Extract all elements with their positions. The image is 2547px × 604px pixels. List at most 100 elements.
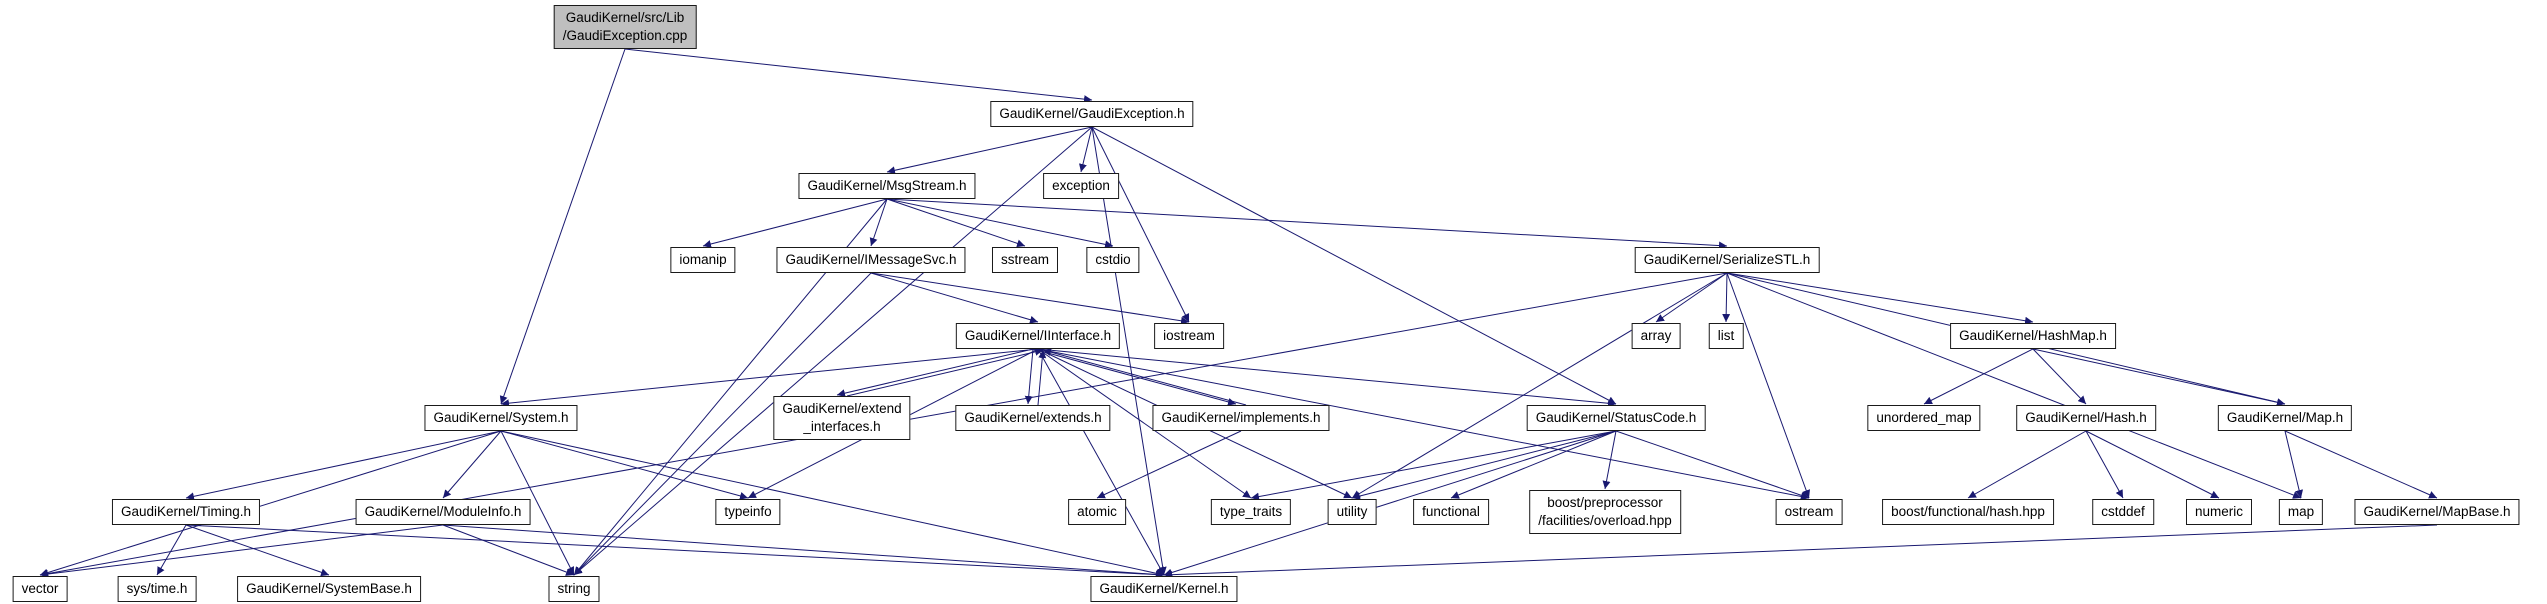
graph-node-label: numeric <box>2194 504 2244 519</box>
include-edge-system_h-to-moduleinfo_h <box>442 430 502 499</box>
include-edge-system_h-to-kernel_h <box>500 430 1165 578</box>
include-edge-msgstream_h-to-cstdio <box>886 198 1114 249</box>
graph-node-timing_h[interactable]: GaudiKernel/Timing.h <box>111 499 261 525</box>
graph-node-utility[interactable]: utility <box>1327 499 1377 525</box>
graph-node-label: GaudiKernel/StatusCode.h <box>1535 410 1697 425</box>
graph-node-label: unordered_map <box>1876 410 1972 425</box>
graph-node-label: vector <box>21 581 59 596</box>
graph-node-kernel_h[interactable]: GaudiKernel/Kernel.h <box>1090 576 1238 602</box>
include-edge-msgstream_h-to-imessagesvc_h <box>869 198 888 247</box>
graph-node-systembase_h[interactable]: GaudiKernel/SystemBase.h <box>237 576 421 602</box>
graph-node-type_traits[interactable]: type_traits <box>1210 499 1292 525</box>
graph-node-label: atomic <box>1077 504 1117 519</box>
include-edge-imessagesvc_h-to-string <box>573 272 872 576</box>
graph-node-functional[interactable]: functional <box>1413 499 1489 525</box>
graph-node-iomanip[interactable]: iomanip <box>670 247 736 273</box>
include-edge-iinterface_h-to-implements_h <box>1032 348 1237 406</box>
include-edge-hash_h-to-boost_hash_hpp <box>1967 430 2087 499</box>
graph-node-map[interactable]: map <box>2278 499 2324 525</box>
include-edge-moduleinfo_h-to-kernel_h <box>442 524 1165 579</box>
include-edge-statuscode_h-to-functional <box>1450 430 1617 499</box>
include-edge-imessagesvc_h-to-iostream <box>870 272 1190 325</box>
graph-node-gaudiexception_h[interactable]: GaudiKernel/GaudiException.h <box>990 101 1194 127</box>
graph-node-label: GaudiKernel/extends.h <box>964 410 1102 425</box>
graph-node-serializestl_h[interactable]: GaudiKernel/SerializeSTL.h <box>1634 247 1820 273</box>
include-edge-hashmap_h-to-unordered_map <box>1923 348 2034 405</box>
graph-node-sstream[interactable]: sstream <box>991 247 1059 273</box>
include-edge-serializestl_h-to-map <box>1726 272 2302 499</box>
graph-node-ostream[interactable]: ostream <box>1775 499 1843 525</box>
include-edge-msgstream_h-to-sstream <box>886 198 1026 248</box>
include-edge-gaudiexception_h-to-kernel_h <box>1091 126 1167 576</box>
graph-node-map_h[interactable]: GaudiKernel/Map.h <box>2217 405 2353 431</box>
graph-node-cstddef[interactable]: cstddef <box>2092 499 2154 525</box>
include-edge-statuscode_h-to-ostream <box>1615 430 1810 500</box>
graph-node-label: map <box>2287 504 2315 519</box>
graph-node-label: GaudiKernel/src/Lib <box>565 10 685 25</box>
graph-node-label: GaudiKernel/IInterface.h <box>964 328 1112 343</box>
graph-node-statuscode_h[interactable]: GaudiKernel/StatusCode.h <box>1526 405 1706 431</box>
graph-node-iinterface_h[interactable]: GaudiKernel/IInterface.h <box>955 323 1121 349</box>
graph-node-label: GaudiKernel/IMessageSvc.h <box>785 252 957 267</box>
graph-node-hashmap_h[interactable]: GaudiKernel/HashMap.h <box>1950 323 2116 349</box>
graph-node-label: ostream <box>1784 504 1834 519</box>
graph-node-vector[interactable]: vector <box>12 576 68 602</box>
include-edge-msgstream_h-to-iomanip <box>702 198 888 248</box>
graph-node-overload_hpp[interactable]: boost/preprocessor/facilities/overload.h… <box>1529 490 1681 534</box>
graph-node-extends_h[interactable]: GaudiKernel/extends.h <box>955 405 1111 431</box>
include-edge-hash_h-to-numeric <box>2085 430 2220 499</box>
graph-node-iostream[interactable]: iostream <box>1154 323 1224 349</box>
graph-node-label: _interfaces.h <box>803 419 881 434</box>
graph-node-list[interactable]: list <box>1708 323 1744 349</box>
include-edge-serializestl_h-to-list <box>1722 272 1731 323</box>
include-edge-gaudiexception_h-to-iostream <box>1091 126 1190 323</box>
graph-node-moduleinfo_h[interactable]: GaudiKernel/ModuleInfo.h <box>355 499 531 525</box>
graph-node-label: GaudiKernel/Map.h <box>2226 410 2344 425</box>
include-edge-msgstream_h-to-serializestl_h <box>886 198 1728 250</box>
graph-node-label: GaudiKernel/SerializeSTL.h <box>1643 252 1811 267</box>
include-edge-serializestl_h-to-hashmap_h <box>1726 272 2034 325</box>
graph-node-label: iomanip <box>679 252 727 267</box>
graph-node-label: iostream <box>1163 328 1215 343</box>
graph-node-label: type_traits <box>1219 504 1283 519</box>
graph-node-label: GaudiKernel/Hash.h <box>2025 410 2147 425</box>
graph-node-msgstream_h[interactable]: GaudiKernel/MsgStream.h <box>798 173 976 199</box>
include-edge-implements_h-to-atomic <box>1096 430 1242 499</box>
include-edge-map_h-to-map <box>2284 430 2304 499</box>
graph-node-string[interactable]: string <box>548 576 600 602</box>
graph-node-imessagesvc_h[interactable]: GaudiKernel/IMessageSvc.h <box>776 247 966 273</box>
include-edge-serializestl_h-to-array <box>1655 272 1728 323</box>
graph-node-sys_time_h[interactable]: sys/time.h <box>117 576 197 602</box>
graph-node-typeinfo[interactable]: typeinfo <box>715 499 781 525</box>
include-edge-statuscode_h-to-type_traits <box>1250 430 1617 501</box>
graph-node-label: GaudiKernel/ModuleInfo.h <box>364 504 522 519</box>
graph-node-extend_interfaces_h[interactable]: GaudiKernel/extend _interfaces.h <box>773 396 911 440</box>
graph-node-mapbase_h[interactable]: GaudiKernel/MapBase.h <box>2354 499 2520 525</box>
graph-node-unordered_map[interactable]: unordered_map <box>1867 405 1981 431</box>
graph-node-array[interactable]: array <box>1631 323 1681 349</box>
graph-node-hash_h[interactable]: GaudiKernel/Hash.h <box>2016 405 2156 431</box>
include-edge-timing_h-to-kernel_h <box>185 524 1165 579</box>
graph-node-label: GaudiKernel/MapBase.h <box>2363 504 2511 519</box>
include-edge-statuscode_h-to-overload_hpp <box>1602 430 1617 490</box>
graph-node-label: list <box>1717 328 1735 343</box>
graph-node-label: GaudiKernel/extend <box>782 401 902 416</box>
graph-node-numeric[interactable]: numeric <box>2185 499 2253 525</box>
graph-node-atomic[interactable]: atomic <box>1068 499 1126 525</box>
graph-node-exception[interactable]: exception <box>1043 173 1119 199</box>
graph-node-system_h[interactable]: GaudiKernel/System.h <box>424 405 578 431</box>
include-edge-iinterface_h-to-type_traits <box>1037 348 1252 499</box>
graph-node-label: cstdio <box>1095 252 1131 267</box>
include-edge-system_h-to-string <box>500 430 575 576</box>
graph-node-label: array <box>1640 328 1672 343</box>
graph-node-boost_hash_hpp[interactable]: boost/functional/hash.hpp <box>1882 499 2054 525</box>
graph-node-label: exception <box>1052 178 1110 193</box>
graph-node-label: GaudiKernel/Kernel.h <box>1099 581 1229 596</box>
include-edge-iinterface_h-to-extend_interfaces_h <box>836 348 1034 398</box>
include-edge-extends_h-to-iinterface_h <box>1037 349 1047 406</box>
include-edge-gaudiexception_h-to-exception <box>1079 126 1093 173</box>
graph-node-cstdio[interactable]: cstdio <box>1086 247 1140 273</box>
graph-node-label: boost/preprocessor <box>1547 495 1663 510</box>
graph-node-implements_h[interactable]: GaudiKernel/implements.h <box>1152 405 1330 431</box>
